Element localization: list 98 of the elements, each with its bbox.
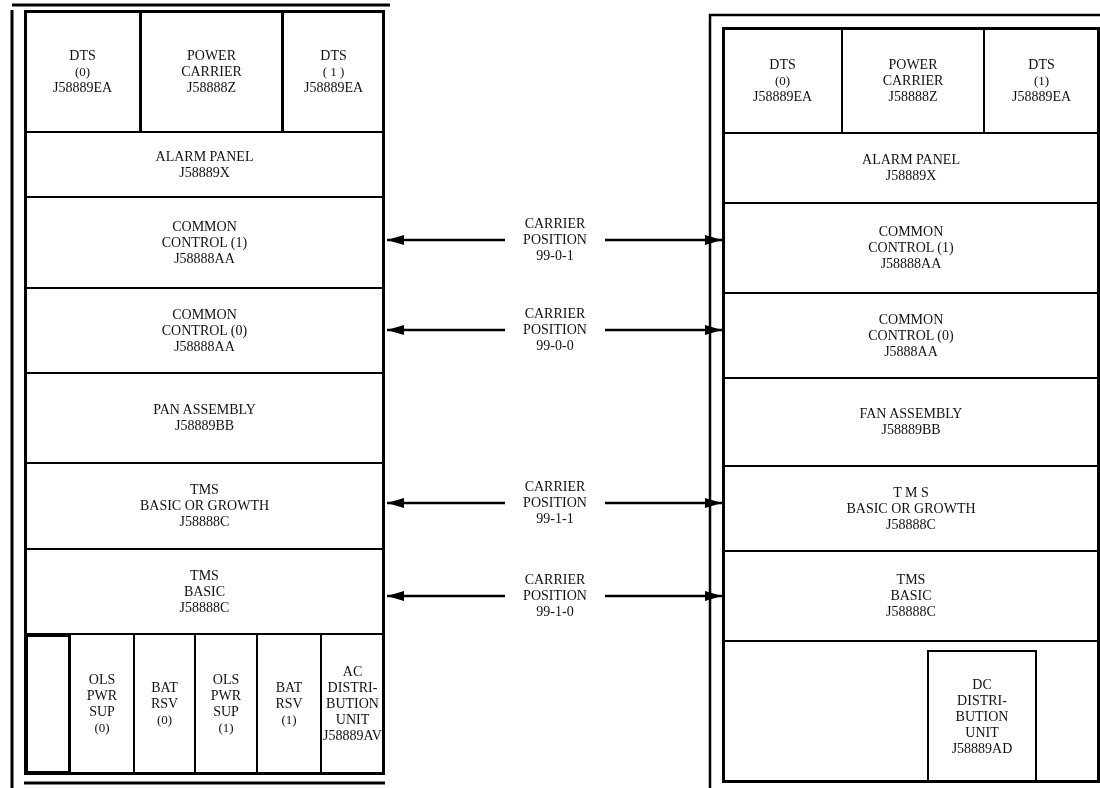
part-number: J58888C [886,604,936,620]
module-label: BASIC OR GROWTH [139,498,270,514]
part-number: J58889EA [52,79,113,96]
module-label: T M S [893,484,929,501]
part-number: J58889EA [303,79,364,96]
part-number: J5888AA [884,343,938,360]
module-label: CONTROL (0) [161,322,248,339]
module-label: (1) [1033,72,1050,89]
part-number: J58889X [179,164,230,181]
arrow [605,498,722,508]
module-label: ( 1 ) [322,63,345,80]
position-text: 99-1-1 [536,511,574,527]
part-number: J58889AD [951,740,1013,757]
module-label: BAT [151,680,178,696]
module-label: FAN ASSEMBLY [859,406,963,422]
module-label: DTS [1028,56,1055,73]
module-label: DC [972,676,992,693]
module-label: POWER [187,47,236,64]
module-label: DTS [320,47,347,64]
module-label: RSV [150,696,179,712]
part-number: J58888AA [174,338,235,355]
position-text: CARRIER [524,306,586,322]
position-text: CARRIER [524,572,586,588]
module-label: DISTRI- [957,692,1007,709]
position-text: CARRIER [524,216,586,232]
module-label: UNIT [335,712,370,728]
module-label: COMMON [172,218,237,235]
module-label: SUP [213,704,239,720]
position-text: POSITION [523,588,587,604]
module-label: COMMON [172,306,237,323]
module-label: TMS [190,567,219,584]
module-label: BASIC [890,588,932,604]
part-number: J58889AV [323,728,382,744]
position-text: POSITION [523,232,587,248]
module-label: (0) [74,63,91,80]
arrow [387,498,505,508]
module-label: COMMON [878,224,944,240]
module-label: PAN ASSEMBLY [153,402,256,418]
module-label: BASIC OR GROWTH [846,500,976,517]
module-label: (0) [774,72,791,89]
module-label: BASIC [183,583,226,600]
part-number: J58888AA [174,250,235,267]
module-label: UNIT [965,724,999,741]
module-label: TMS [190,482,219,498]
part-number: J58888C [886,516,936,533]
arrow [605,325,722,335]
position-text: POSITION [523,495,587,511]
module-label: OLS [212,672,240,688]
module-label: CARRIER [882,72,944,89]
module-label: BUTION [326,696,379,712]
part-number: J58889BB [881,422,941,438]
module-label: DISTRI- [327,680,378,696]
module-label: (0) [156,712,173,728]
module-label: SUP [89,704,115,720]
module-label: DTS [769,56,796,73]
module-label: TMS [896,572,926,588]
module-slot [140,10,283,133]
module-slot [927,650,1037,783]
module-label: DTS [69,47,96,64]
arrow [387,591,505,601]
module-label: (0) [94,720,110,736]
arrow [387,235,505,245]
part-number: J58889BB [174,418,235,434]
part-number: J58889X [885,168,937,184]
module-label: (1) [281,712,297,728]
position-text: 99-1-0 [536,604,574,620]
module-label: CONTROL (1) [161,234,248,251]
part-number: J58889EA [752,88,813,105]
module-row [24,633,385,775]
module-label: ALARM PANEL [155,148,254,165]
part-number: J58888C [179,599,230,616]
arrow [605,235,722,245]
module-label: CONTROL (1) [868,240,954,256]
module-label: PWR [210,688,242,704]
position-text: CARRIER [524,479,586,495]
part-number: J58888Z [888,88,938,105]
module-label: ALARM PANEL [862,152,960,168]
part-number: J58888Z [187,79,236,96]
arrow [387,325,505,335]
module-label: COMMON [878,311,944,328]
module-label: CARRIER [181,63,242,80]
position-text: 99-0-0 [536,338,574,354]
part-number: J58888AA [880,256,942,272]
part-number: J58889EA [1011,88,1072,105]
module-label: BAT [275,680,303,696]
position-text: 99-0-1 [536,248,574,264]
arrow [605,591,722,601]
module-label: RSV [275,696,303,712]
part-number: J58888C [179,514,230,530]
module-label: BUTION [955,708,1009,725]
module-label: OLS [88,672,116,688]
empty-slot [26,635,70,773]
module-label: (1) [218,720,234,736]
position-text: POSITION [523,322,587,338]
module-label: CONTROL (0) [868,327,954,344]
module-label: POWER [888,56,938,73]
module-label: PWR [86,688,118,704]
module-label: AC [342,664,363,680]
